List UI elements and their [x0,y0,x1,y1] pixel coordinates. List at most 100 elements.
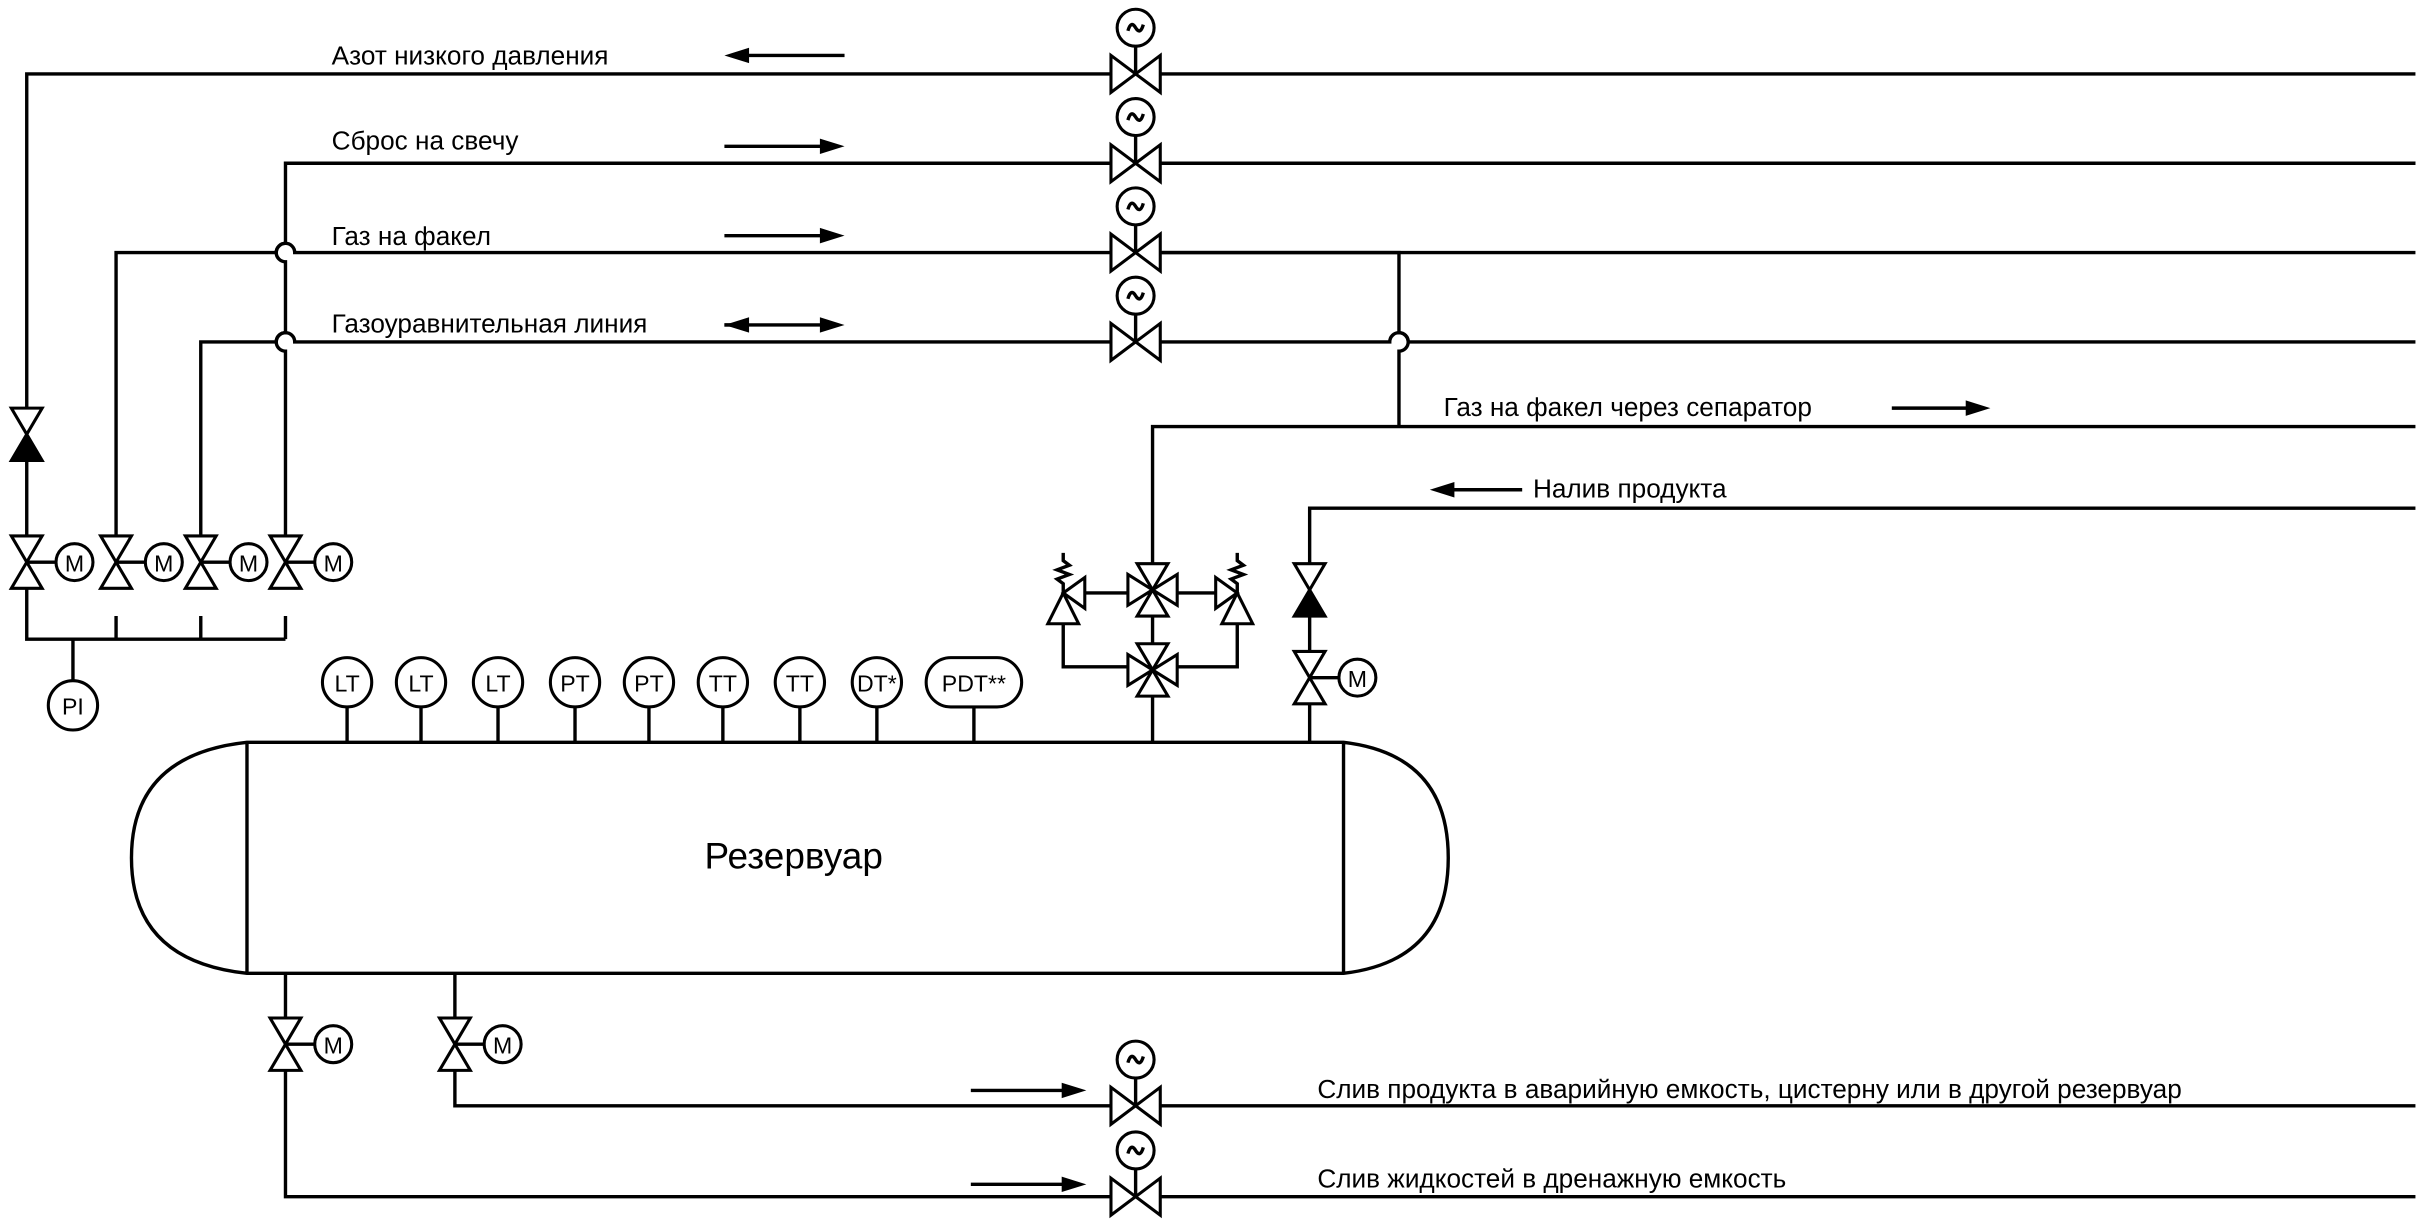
tilde-icon [1126,290,1145,301]
arrow-right-icon [1891,400,1991,416]
instrument-label: PDT** [942,671,1006,697]
valve-half [1045,589,1082,626]
arrow-head [724,317,750,333]
motor-label: M [65,550,84,576]
gate-valve-icon: M [97,534,184,590]
valve-half [1134,666,1171,698]
instrument-bubble [696,656,750,709]
gate-valve-icon: M [1291,649,1378,706]
motor-label: M [154,550,173,576]
instrument-label: PT [560,671,590,697]
three-way-valve-icon [1126,642,1179,698]
spring-icon [1226,552,1249,593]
pressure-gauge-bubble [46,679,100,732]
gate-valve-icon [1109,7,1162,96]
gate-valve-icon [1109,1039,1162,1128]
instrument-label: TT [709,671,737,697]
instrument-bubble [924,656,1024,709]
gate-valve-icon: M [267,534,354,590]
motor-actuator-icon [54,542,95,583]
valve-half [8,406,45,438]
valve-half [1126,571,1156,609]
motor-label: M [1348,666,1367,692]
pipe-vent [274,161,2416,555]
valve-half [182,559,219,590]
arrow-left-icon [1429,482,1523,498]
valve-half [97,534,135,566]
instrument-bubble [773,656,827,709]
arrow-head [1429,482,1455,498]
valve-half [1060,574,1087,612]
three-way-valve-icon [1126,562,1179,618]
arrow-head [1965,400,1991,416]
instrument-label: PT [634,671,664,697]
valve-half [1133,1175,1162,1219]
instrument-label: TT [786,671,814,697]
arrow-head [819,138,845,155]
valve-half [8,431,45,463]
label-nitrogen: Азот низкого давления [332,41,609,71]
instrument-label: LT [334,671,359,697]
valve-half [1109,1175,1139,1219]
gate-valve-icon [1109,275,1162,364]
tilde-icon [1126,1054,1145,1065]
valve-half [267,1041,304,1072]
instrument-bubble [394,656,448,709]
instrument-bubble [548,656,602,709]
valve-half [1109,141,1139,185]
instrument-bubble [320,656,374,709]
valve-half [1214,574,1240,612]
arrow-right-icon [970,1176,1087,1193]
motor-actuator-icon [313,1024,354,1065]
pressure-gauge-label: PI [62,694,84,720]
tilde-icon [1126,1145,1145,1156]
motor-actuator-icon [143,542,184,583]
arrow-right-icon [724,227,845,244]
arrow-right-icon [970,1082,1087,1099]
instrument-bubble [850,656,904,709]
pipe-flare-out [1161,161,2416,255]
label-flare: Газ на факел [332,221,491,251]
valve-half [1291,562,1328,593]
motor-actuator-icon [1337,657,1378,698]
pipe-balance [199,330,2416,555]
valve-half [436,1016,473,1048]
valve-half [97,559,135,590]
safety-relief-valve-icon [1045,552,1087,626]
valve-half [1149,651,1179,689]
instrument-bubble [622,656,676,709]
motor-actuator-icon [228,542,269,583]
valve-half [1134,642,1171,673]
instrument-label: LT [485,671,510,697]
valve-half [267,1016,304,1048]
valve-half [1219,589,1256,626]
valve-half [1109,231,1139,275]
valve-half [1291,674,1328,706]
arrow-head [1061,1082,1087,1099]
motor-label: M [324,1032,343,1058]
pipe-filling [1307,506,2416,743]
label-filling: Налив продукта [1533,473,1727,503]
tank-label: Резервуар [705,836,883,877]
valve-half [1134,586,1171,618]
pipe-header [25,403,288,681]
gate-valve-icon: M [267,1016,354,1072]
label-balance: Газоуравнительная линия [332,309,648,339]
arrow-head [724,47,750,64]
valve-half [8,534,45,566]
arrow-head [819,227,845,244]
motor-label: M [324,550,343,576]
tilde-icon [1126,112,1145,122]
valve-half [1149,571,1179,609]
valve-half [1133,141,1162,185]
gate-valve-icon [1109,1130,1162,1219]
instrument-bubble [471,656,525,709]
valve-half [267,534,304,566]
gate-valve-icon [1109,186,1162,275]
tank-vessel [129,740,1450,976]
gate-valve-icon: M [182,534,269,590]
valve-half [1134,562,1171,593]
gate-valve-icon [1109,97,1162,185]
arrow-head [1061,1176,1087,1193]
